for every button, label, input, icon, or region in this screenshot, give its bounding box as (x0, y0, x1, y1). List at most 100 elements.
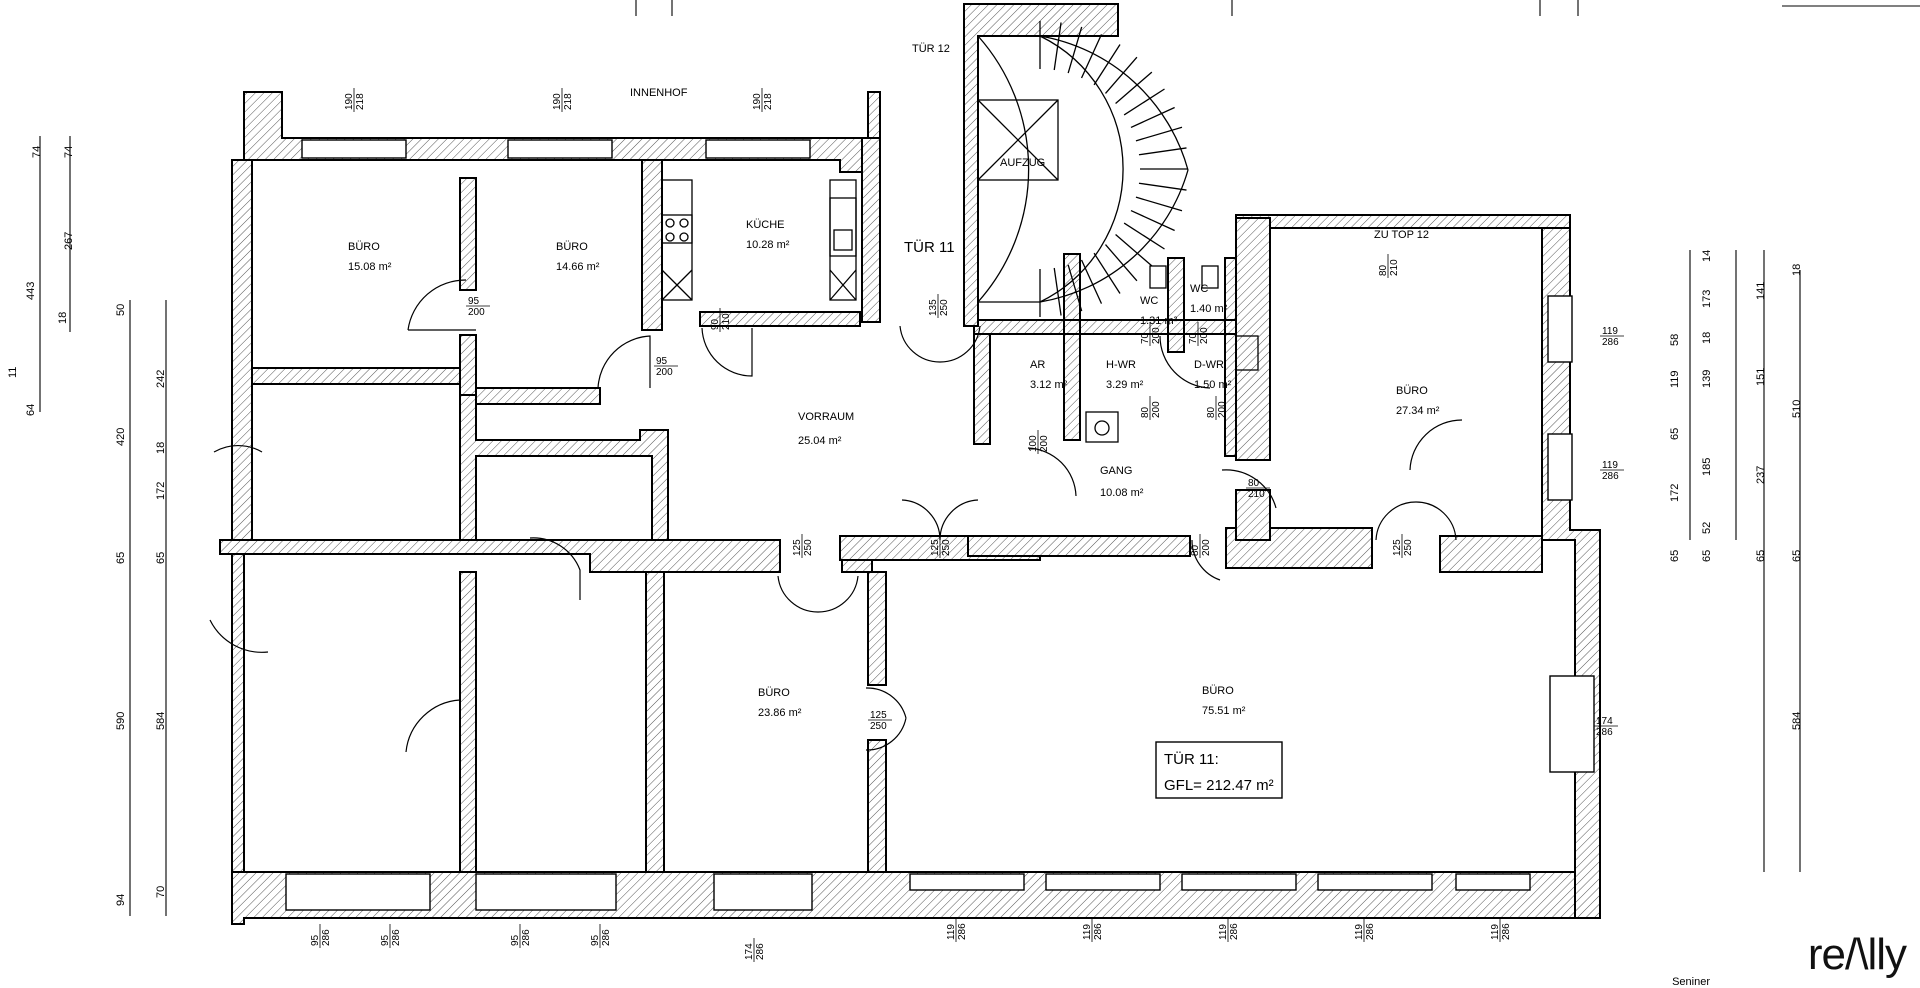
dim-left-outer: 443 (25, 282, 37, 300)
opening-height: 250 (939, 299, 950, 316)
opening-width: 80 (1140, 406, 1151, 418)
room-3-area: 25.04 m² (798, 435, 842, 447)
dim-left-outer: 18 (57, 312, 69, 324)
opening-height: 286 (391, 929, 402, 946)
spiral-staircase (977, 21, 1189, 317)
dim-left-mid: 172 (155, 482, 167, 500)
courtyard-label: INNENHOF (630, 87, 688, 99)
opening-width: 70 (1140, 332, 1151, 344)
wall-corridor (219, 535, 1041, 573)
footer-caption: Seniner (1672, 976, 1710, 988)
wall-sanitary (973, 253, 1237, 457)
opening-width: 80 (1378, 264, 1389, 276)
opening-height: 286 (1365, 923, 1376, 940)
dim-right: 65 (1669, 550, 1681, 562)
dim-left-mid: 242 (155, 370, 167, 388)
dim-right: 18 (1791, 264, 1803, 276)
opening-height: 250 (870, 721, 887, 732)
dim-right: 139 (1701, 370, 1713, 388)
room-5-name: H-WR (1106, 359, 1136, 371)
wall-core-left (459, 394, 669, 541)
dim-left-mid: 584 (155, 712, 167, 730)
dim-right: 185 (1701, 458, 1713, 476)
wall-office-divider-2 (641, 159, 663, 331)
opening-width: 95 (656, 356, 668, 367)
dim-left-outer: 267 (63, 232, 75, 250)
room-5-area: 3.29 m² (1106, 379, 1144, 391)
opening-width: 174 (1596, 716, 1613, 727)
opening-width: 100 (1028, 435, 1039, 452)
plan-labels: INNENHOF TÜR 12 AUFZUG TÜR 11 ZU TOP 12 … (348, 43, 1440, 794)
dim-right: 65 (1755, 550, 1767, 562)
room-1-name: BÜRO (556, 241, 588, 253)
opening-height: 286 (1501, 923, 1512, 940)
wall-big-office-north (967, 527, 1543, 573)
wall-lower-dividers (459, 571, 887, 873)
windows-east (1547, 295, 1595, 773)
room-4-area: 3.12 m² (1030, 379, 1068, 391)
door-swings (209, 279, 1463, 753)
wall-offices-south (251, 311, 861, 405)
opening-width: 135 (928, 299, 939, 316)
room-0-name: BÜRO (348, 241, 380, 253)
dim-left-outer: 74 (63, 146, 75, 158)
opening-width: 125 (792, 539, 803, 556)
dim-left-mid: 65 (155, 552, 167, 564)
opening-height: 200 (1151, 401, 1162, 418)
opening-width: 190 (752, 93, 763, 110)
dim-left-outer: 64 (25, 404, 37, 416)
dim-right: 172 (1669, 484, 1681, 502)
opening-width: 70 (1188, 332, 1199, 344)
wall-kitchen-east (861, 137, 881, 323)
opening-height: 286 (601, 929, 612, 946)
dim-left-mid: 74 (31, 146, 43, 158)
opening-width: 119 (946, 924, 957, 940)
room-7-area: 1.40 m² (1190, 303, 1228, 315)
room-6-area: 1.31 m² (1140, 315, 1178, 327)
room-2-area: 10.28 m² (746, 239, 790, 251)
room-4-name: AR (1030, 359, 1045, 371)
room-10-area: 27.34 m² (1396, 405, 1440, 417)
unit-label: TÜR 11 (904, 238, 955, 256)
opening-width: 119 (1602, 326, 1618, 337)
opening-width: 95 (380, 934, 391, 946)
opening-width: 80 (1248, 478, 1260, 489)
opening-height: 250 (941, 539, 952, 556)
opening-height: 210 (1389, 259, 1400, 276)
dim-right: 141 (1755, 282, 1767, 300)
opening-width: 95 (510, 934, 521, 946)
opening-height: 200 (1199, 327, 1210, 344)
opening-height: 286 (321, 929, 332, 946)
dim-left-outer: 11 (7, 367, 19, 378)
opening-height: 200 (1201, 539, 1212, 556)
windows-north (301, 139, 811, 159)
opening-height: 286 (1602, 471, 1619, 482)
dim-left-outer: 50 (115, 304, 127, 316)
room-10-name: BÜRO (1396, 385, 1428, 397)
opening-width: 95 (590, 934, 601, 946)
room-9-name: GANG (1100, 465, 1132, 477)
